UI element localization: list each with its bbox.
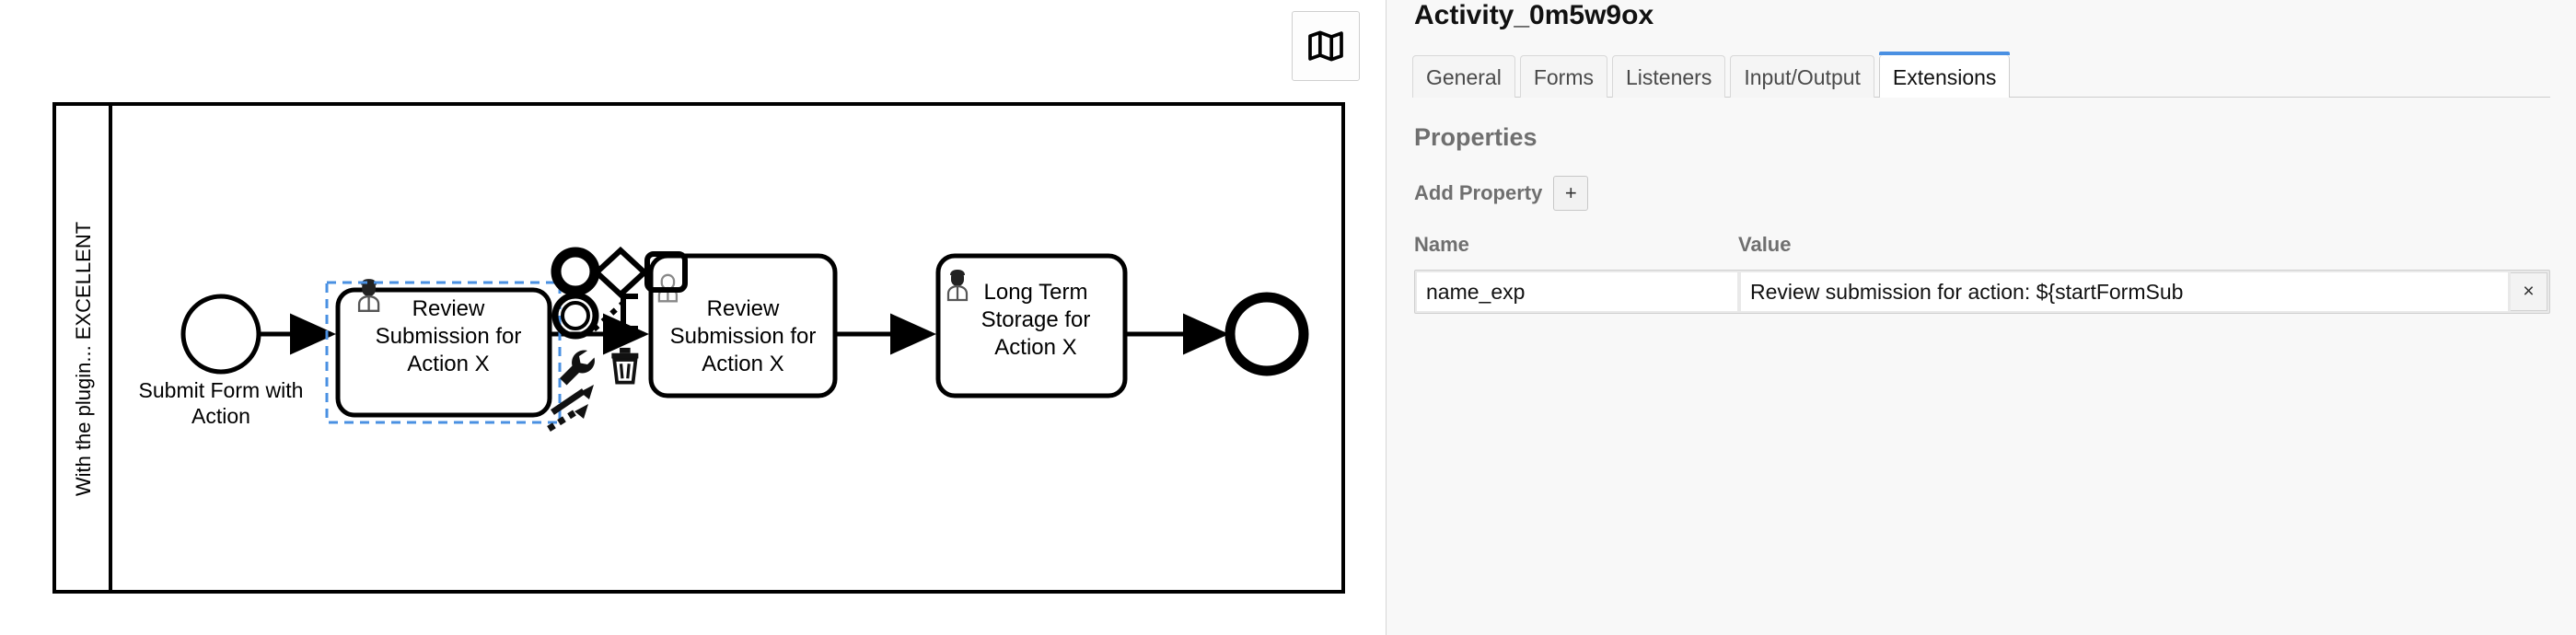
svg-text:Action X: Action X — [407, 352, 489, 376]
add-property-button[interactable]: + — [1553, 176, 1589, 211]
svg-text:Review: Review — [412, 296, 485, 321]
bpmn-start-event[interactable] — [180, 294, 261, 375]
wrench-icon[interactable] — [560, 350, 595, 386]
bpmn-task-review-1[interactable] — [325, 279, 562, 424]
map-icon — [1307, 30, 1344, 62]
svg-text:Action X: Action X — [994, 335, 1076, 360]
svg-text:Review: Review — [707, 296, 780, 321]
svg-text:Action X: Action X — [702, 352, 783, 376]
start-event-label: Submit Form with Action — [139, 378, 304, 428]
property-value-input[interactable] — [1741, 272, 2508, 311]
property-name-input[interactable] — [1417, 272, 1737, 311]
table-header-row: Name Value — [1414, 233, 2550, 257]
svg-text:Long Term: Long Term — [984, 280, 1088, 305]
append-intermediate-event-icon[interactable] — [551, 292, 599, 340]
tab-listeners[interactable]: Listeners — [1612, 55, 1726, 98]
bpmn-task-review-2[interactable] — [648, 253, 838, 398]
tab-forms[interactable]: Forms — [1519, 55, 1607, 98]
column-header-name: Name — [1414, 233, 1469, 256]
user-icon — [357, 279, 380, 312]
table-row: × — [1414, 270, 2550, 314]
add-property-row: Add Property + — [1412, 176, 2550, 211]
start-event-label-line1: Submit Form with — [139, 378, 304, 402]
properties-table: Name Value × — [1412, 233, 2550, 314]
user-icon — [946, 270, 969, 302]
append-text-annotation-icon[interactable] — [591, 294, 638, 332]
svg-text:Storage for: Storage for — [981, 307, 1091, 332]
task1-label: Review Submission for Action X — [376, 296, 522, 376]
pool-label-text: With the plugin... EXCELLENT — [72, 222, 95, 496]
append-task-icon[interactable] — [644, 251, 688, 293]
properties-tabs: General Forms Listeners Input/Output Ext… — [1412, 50, 2550, 98]
element-id-title: Activity_0m5w9ox — [1414, 0, 1654, 30]
column-header-value: Value — [1738, 233, 1792, 256]
minimap-toggle-button[interactable] — [1292, 11, 1360, 81]
add-property-label: Add Property — [1414, 181, 1543, 204]
bpmn-end-event[interactable] — [1224, 292, 1309, 376]
tab-extensions[interactable]: Extensions — [1878, 52, 2011, 98]
selection-outline — [325, 281, 562, 424]
connect-icon[interactable] — [547, 385, 594, 432]
task2-label: Review Submission for Action X — [670, 296, 817, 376]
svg-text:Submission for: Submission for — [376, 324, 522, 349]
tab-input-output[interactable]: Input/Output — [1730, 55, 1874, 98]
bpmn-task-storage[interactable] — [935, 253, 1128, 398]
task3-label: Long Term Storage for Action X — [981, 280, 1091, 360]
svg-text:Submission for: Submission for — [670, 324, 817, 349]
bpmn-diagram: With the plugin... EXCELLENT Submit Form… — [52, 102, 1345, 594]
diagram-canvas[interactable]: With the plugin... EXCELLENT Submit Form… — [0, 0, 1386, 635]
pool-label: With the plugin... EXCELLENT — [72, 222, 95, 496]
properties-panel: Activity_0m5w9ox General Forms Listeners… — [1386, 0, 2576, 635]
section-title: Properties — [1414, 123, 1537, 151]
start-event-label-line2: Action — [191, 404, 250, 428]
remove-property-button[interactable]: × — [2511, 272, 2547, 311]
trash-icon[interactable] — [611, 347, 639, 385]
context-pad[interactable] — [547, 246, 688, 432]
tab-general[interactable]: General — [1412, 55, 1515, 98]
